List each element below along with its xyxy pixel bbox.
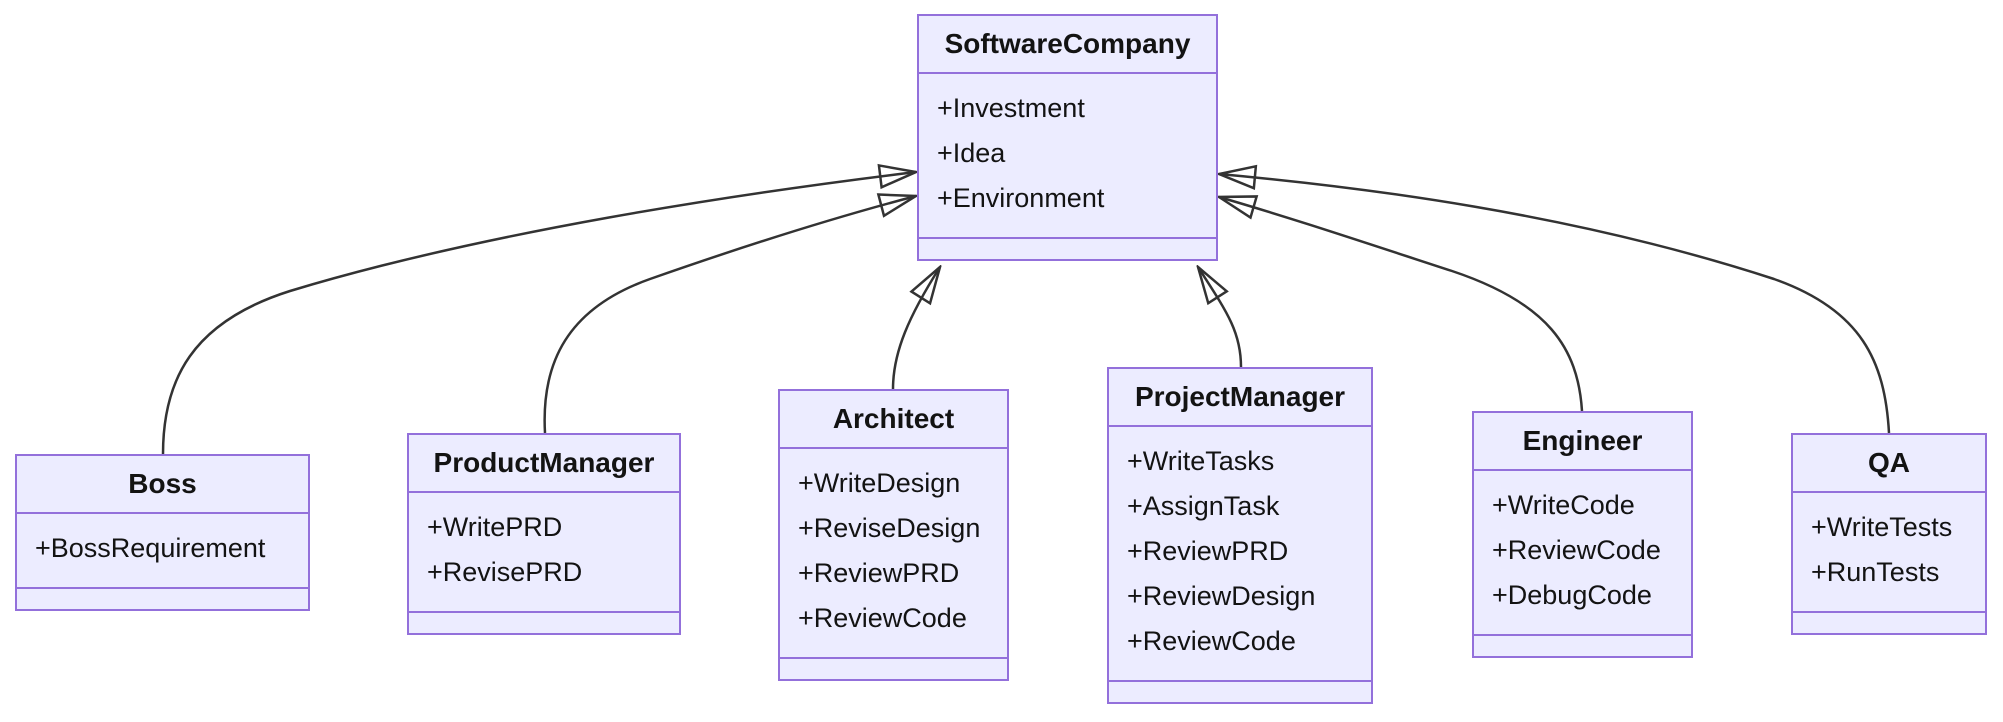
class-member: +WriteDesign <box>798 468 961 498</box>
class-member: +ReviewDesign <box>1127 581 1316 611</box>
class-softwarecompany: SoftwareCompany +Investment +Idea +Envir… <box>917 14 1218 261</box>
class-title: Boss <box>17 456 308 514</box>
class-member: +RevisePRD <box>427 557 583 587</box>
class-methods-empty <box>1474 634 1691 656</box>
class-members: +WritePRD +RevisePRD <box>409 493 679 611</box>
edge-productmanager-to-softwarecompany <box>543 196 916 434</box>
class-methods-empty <box>1793 611 1985 633</box>
edge-qa-to-softwarecompany <box>1219 174 1891 434</box>
class-member: +Environment <box>937 183 1105 213</box>
class-title: QA <box>1793 435 1985 493</box>
class-member: +ReviewPRD <box>1127 536 1289 566</box>
class-members: +Investment +Idea +Environment <box>919 74 1216 237</box>
edge-projectmanager-to-softwarecompany <box>1198 267 1243 368</box>
class-methods-empty <box>919 237 1216 259</box>
class-title: SoftwareCompany <box>919 16 1216 74</box>
class-productmanager: ProductManager +WritePRD +RevisePRD <box>407 433 681 635</box>
class-member: +Idea <box>937 138 1006 168</box>
class-member: +WriteTests <box>1811 512 1953 542</box>
class-member: +AssignTask <box>1127 491 1280 521</box>
class-engineer: Engineer +WriteCode +ReviewCode +DebugCo… <box>1472 411 1693 658</box>
class-members: +BossRequirement <box>17 514 308 587</box>
class-member: +ReviewCode <box>1492 535 1661 565</box>
class-title: Architect <box>780 391 1007 449</box>
class-members: +WriteCode +ReviewCode +DebugCode <box>1474 471 1691 634</box>
class-architect: Architect +WriteDesign +ReviseDesign +Re… <box>778 389 1009 681</box>
class-title: Engineer <box>1474 413 1691 471</box>
class-member: +WriteTasks <box>1127 446 1275 476</box>
class-methods-empty <box>17 587 308 609</box>
edge-architect-to-softwarecompany <box>891 267 940 390</box>
class-members: +WriteDesign +ReviseDesign +ReviewPRD +R… <box>780 449 1007 657</box>
class-member: +ReviseDesign <box>798 513 981 543</box>
class-methods-empty <box>1109 680 1371 702</box>
edge-engineer-to-softwarecompany <box>1219 197 1584 412</box>
class-methods-empty <box>780 657 1007 679</box>
class-qa: QA +WriteTests +RunTests <box>1791 433 1987 635</box>
class-methods-empty <box>409 611 679 633</box>
class-members: +WriteTasks +AssignTask +ReviewPRD +Revi… <box>1109 427 1371 680</box>
class-member: +WriteCode <box>1492 490 1635 520</box>
class-member: +DebugCode <box>1492 580 1652 610</box>
class-boss: Boss +BossRequirement <box>15 454 310 611</box>
class-title: ProductManager <box>409 435 679 493</box>
class-members: +WriteTests +RunTests <box>1793 493 1985 611</box>
edge-boss-to-softwarecompany <box>161 172 916 455</box>
class-member: +WritePRD <box>427 512 563 542</box>
class-member: +ReviewCode <box>1127 626 1296 656</box>
class-member: +ReviewCode <box>798 603 967 633</box>
class-member: +Investment <box>937 93 1085 123</box>
class-title: ProjectManager <box>1109 369 1371 427</box>
class-member: +ReviewPRD <box>798 558 960 588</box>
class-projectmanager: ProjectManager +WriteTasks +AssignTask +… <box>1107 367 1373 704</box>
class-member: +RunTests <box>1811 557 1940 587</box>
class-member: +BossRequirement <box>35 533 266 563</box>
